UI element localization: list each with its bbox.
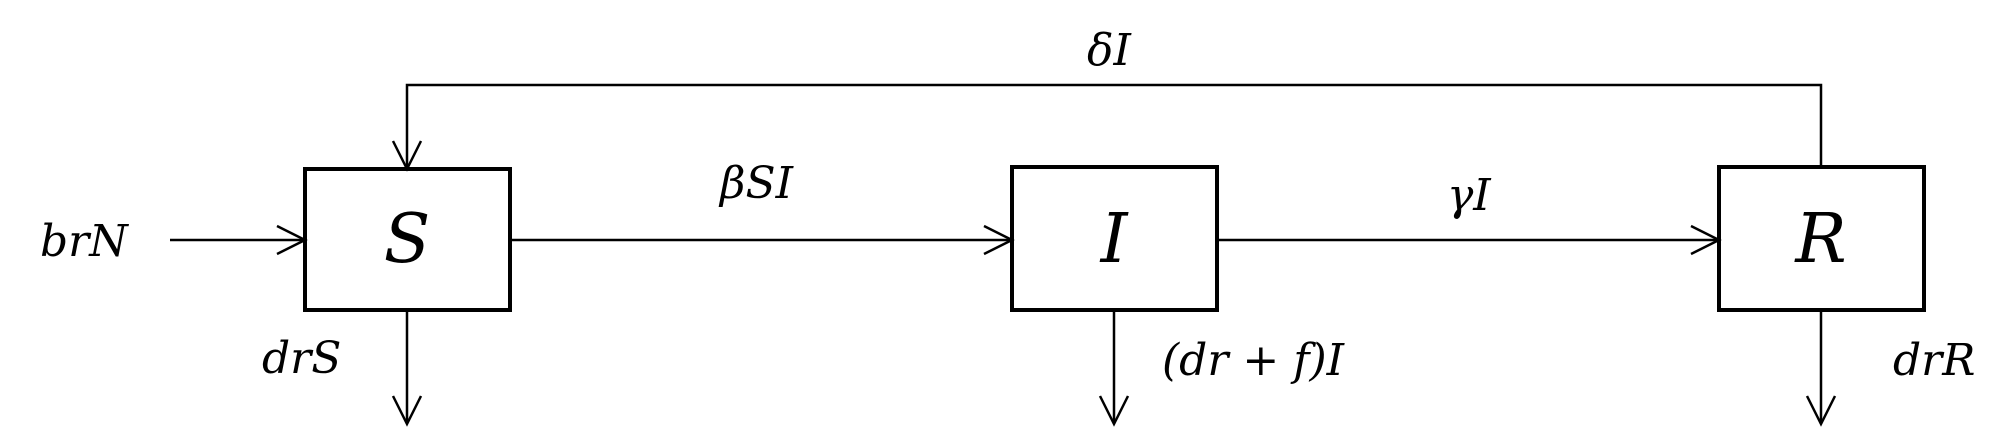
edge-r-to-s-arrowhead — [391, 140, 423, 172]
edge-s-to-i-arrowhead — [983, 224, 1015, 256]
edge-s-out: drS — [262, 310, 423, 427]
edge-r-out-arrowhead — [1805, 395, 1837, 427]
edge-r-to-s: δI — [391, 25, 1823, 172]
node-s-label: S — [384, 200, 431, 279]
edge-i-out-arrowhead — [1098, 395, 1130, 427]
edge-i-to-r-arrowhead — [1690, 224, 1722, 256]
edge-inflow-s: brN — [40, 216, 308, 267]
edge-r-out-label: drR — [1893, 335, 1975, 386]
edge-i-out: (dr + f)I — [1098, 310, 1346, 427]
node-i-label: I — [1099, 200, 1129, 279]
edge-inflow-s-label: brN — [40, 216, 129, 267]
edge-i-to-r-label: γI — [1447, 170, 1492, 221]
node-i: I — [1010, 165, 1219, 312]
edge-s-to-i-label: βSI — [718, 158, 795, 209]
edge-r-out: drR — [1805, 310, 1975, 427]
edge-r-to-s-line — [405, 83, 1823, 169]
edge-s-out-arrowhead — [391, 395, 423, 427]
node-r-label: R — [1793, 200, 1846, 279]
node-i-box — [1010, 165, 1219, 312]
edge-i-out-label: (dr + f)I — [1162, 335, 1346, 386]
edge-s-to-i: βSI — [510, 158, 1015, 256]
node-r: R — [1717, 165, 1926, 312]
edge-s-out-label: drS — [262, 333, 341, 384]
edge-i-to-r: γI — [1217, 170, 1722, 256]
edge-r-to-s-label: δI — [1087, 25, 1132, 76]
node-s: S — [303, 167, 512, 312]
edge-inflow-s-arrowhead — [276, 224, 308, 256]
